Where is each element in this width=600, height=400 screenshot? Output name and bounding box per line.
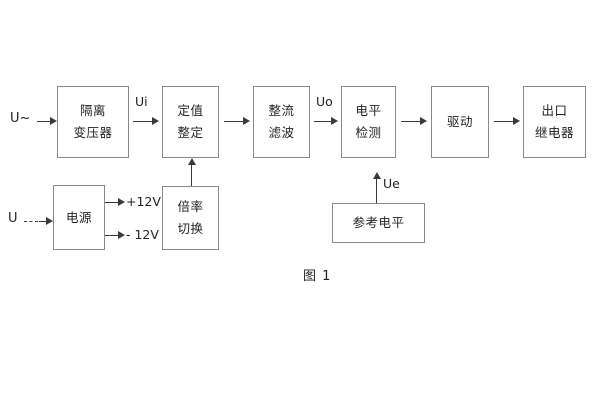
block-reference-level: 参考电平 xyxy=(332,203,425,243)
connector-uac-to-isolation-transformer xyxy=(37,121,54,122)
block-setting-value-line1: 定值 xyxy=(177,103,204,119)
arrowhead-udc-to-power-supply xyxy=(46,217,53,225)
arrowhead-setting-value-to-rectify-filter xyxy=(243,117,250,125)
block-ratio-switch: 倍率 切换 xyxy=(162,186,219,250)
block-setting-value-line2: 整定 xyxy=(177,125,204,140)
rail-label-negative: - 12V xyxy=(126,227,159,242)
block-power-supply: 电源 xyxy=(53,185,105,250)
signal-label-ue: Ue xyxy=(383,176,400,191)
arrowhead-reference-level-to-level-detection xyxy=(373,172,381,179)
block-ratio-switch-line1: 倍率 xyxy=(177,199,204,215)
block-reference-level-line1: 参考电平 xyxy=(352,215,405,231)
block-isolation-transformer-line1: 隔离 xyxy=(79,103,106,119)
connector-power-supply-rail-negative xyxy=(105,235,122,236)
arrowhead-ratio-switch-to-setting-value xyxy=(188,158,196,165)
figure-caption: 图 1 xyxy=(303,269,332,284)
block-isolation-transformer-line2: 变压器 xyxy=(73,125,113,140)
signal-label-ui: Ui xyxy=(135,94,148,109)
block-isolation-transformer: 隔离 变压器 xyxy=(57,86,129,158)
block-drive: 驱动 xyxy=(431,86,489,158)
block-rectify-filter: 整流 滤波 xyxy=(253,86,310,158)
connector-rectify-filter-to-level-detection xyxy=(314,121,334,122)
arrowhead-rail-negative xyxy=(118,231,125,239)
connector-level-detection-to-drive xyxy=(401,121,423,122)
block-rectify-filter-line1: 整流 xyxy=(268,103,295,119)
block-output-relay: 出口 继电器 xyxy=(523,86,586,158)
arrowhead-level-detection-to-drive xyxy=(420,117,427,125)
arrowhead-drive-to-output-relay xyxy=(513,117,520,125)
connector-setting-value-to-rectify-filter xyxy=(224,121,246,122)
signal-label-uo: Uo xyxy=(316,94,333,109)
arrowhead-rail-positive xyxy=(118,198,125,206)
connector-ratio-switch-to-setting-value xyxy=(191,164,192,186)
block-output-relay-line1: 出口 xyxy=(541,103,568,119)
arrowhead-uac-to-isolation-transformer xyxy=(50,117,57,125)
arrowhead-rectify-filter-to-level-detection xyxy=(331,117,338,125)
block-power-supply-line1: 电源 xyxy=(65,209,92,225)
block-level-detection-line2: 检测 xyxy=(355,125,382,140)
rail-label-positive: +12V xyxy=(126,194,161,209)
block-output-relay-line2: 继电器 xyxy=(534,125,574,140)
block-level-detection: 电平 检测 xyxy=(341,86,396,158)
connector-udc-to-power-supply xyxy=(39,221,51,222)
block-drive-line1: 驱动 xyxy=(446,114,473,130)
connector-udc-dashed-segment xyxy=(24,221,38,222)
input-label-udc: U xyxy=(8,211,18,226)
block-rectify-filter-line2: 滤波 xyxy=(268,125,295,140)
block-level-detection-line1: 电平 xyxy=(355,103,382,119)
connector-drive-to-output-relay xyxy=(494,121,516,122)
connector-power-supply-rail-positive xyxy=(105,202,122,203)
block-ratio-switch-line2: 切换 xyxy=(177,221,204,236)
connector-isolation-transformer-to-setting-value xyxy=(133,121,155,122)
block-setting-value: 定值 整定 xyxy=(162,86,219,158)
connector-reference-level-to-level-detection xyxy=(376,178,377,203)
arrowhead-isolation-transformer-to-setting-value xyxy=(152,117,159,125)
input-label-uac: U~ xyxy=(10,111,31,126)
